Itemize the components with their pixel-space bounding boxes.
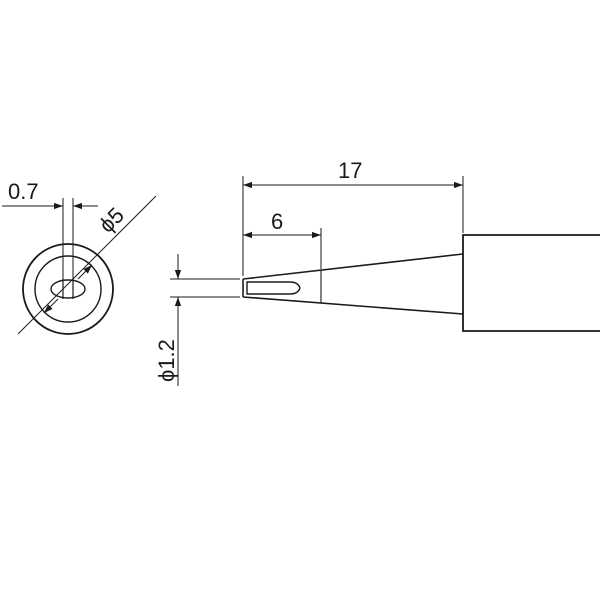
- length-6-label: 6: [271, 209, 283, 234]
- taper-upper-edge: [242, 253, 464, 280]
- tip-face-ellipse: [50, 279, 86, 299]
- thickness-label: 0.7: [8, 179, 39, 204]
- diameter-1-2-label: ϕ1.2: [154, 339, 179, 382]
- shaft-inner-circle: [34, 255, 102, 323]
- end-view: 0.7 ϕ5: [2, 179, 157, 335]
- length-17-label: 17: [338, 158, 362, 183]
- shaft-outline: [462, 234, 600, 332]
- side-view: 17 6 ϕ1.2: [154, 158, 600, 386]
- diameter-5-arrow-upper: [77, 264, 93, 280]
- shaft-outer-circle: [22, 243, 114, 335]
- diameter-5-leader: [17, 195, 157, 335]
- diameter-5-arrow-lower: [43, 298, 59, 314]
- tip-blade-face: [246, 281, 301, 295]
- taper-lower-edge: [242, 296, 464, 315]
- diameter-5-label: ϕ5: [94, 202, 129, 237]
